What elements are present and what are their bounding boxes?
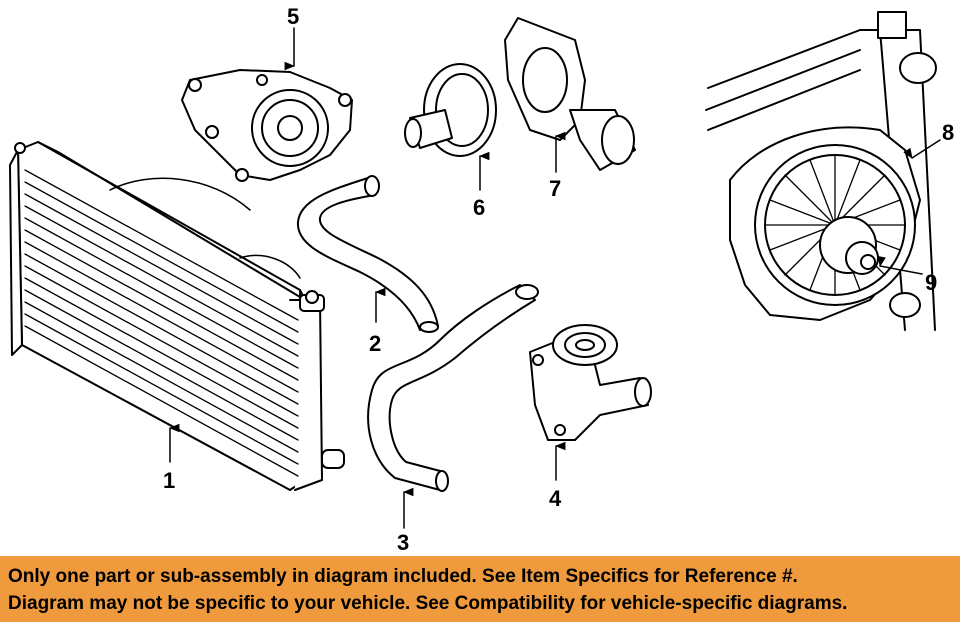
parts-diagram: 1 2 3 4 5 6 7 8 9 [9, 4, 954, 555]
upper-hose [296, 175, 439, 333]
disclaimer-line-2: Diagram may not be specific to your vehi… [8, 593, 848, 614]
disclaimer-line-1: Only one part or sub-assembly in diagram… [8, 566, 798, 587]
lower-hose [367, 284, 539, 492]
callout-1: 1 [163, 468, 175, 493]
callout-9: 9 [925, 270, 937, 295]
callout-8: 8 [942, 120, 954, 145]
callout-4: 4 [549, 486, 562, 511]
thermostat [404, 63, 497, 157]
thermostat-housing [529, 324, 652, 441]
callout-3: 3 [397, 530, 409, 555]
leader-lines [168, 27, 941, 529]
disclaimer-banner: Only one part or sub-assembly in diagram… [0, 556, 960, 622]
thermostat-outlet [504, 17, 636, 171]
water-pump [181, 69, 353, 182]
radiator [9, 141, 345, 491]
callout-2: 2 [369, 331, 381, 356]
callout-6: 6 [473, 195, 485, 220]
callout-7: 7 [549, 176, 561, 201]
callout-5: 5 [287, 4, 299, 29]
fan-shroud-assembly [705, 11, 937, 331]
